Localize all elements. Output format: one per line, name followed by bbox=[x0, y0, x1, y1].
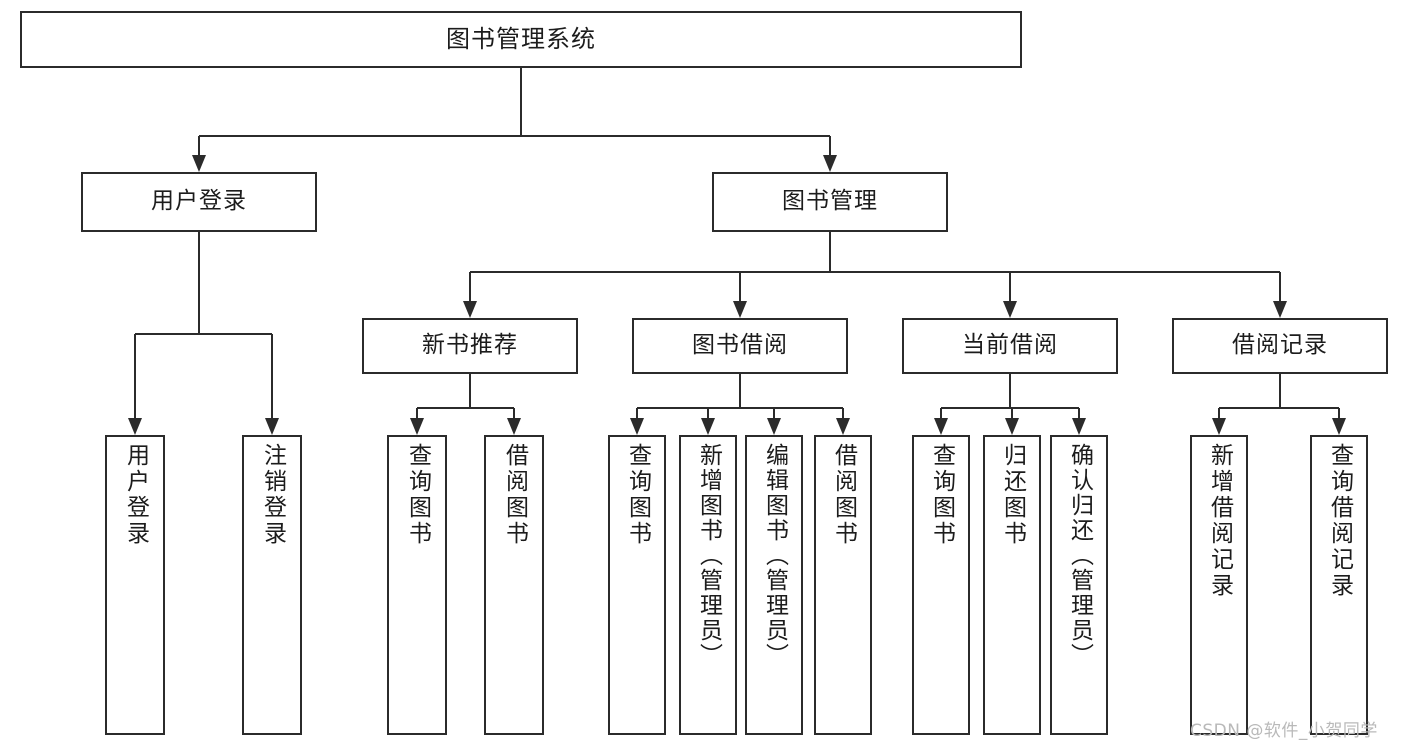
node-label-new-book-rec: 新书推荐 bbox=[422, 332, 518, 359]
bookborrow-to-leaves-arrowhead-3 bbox=[836, 418, 850, 435]
newbookrec-to-leaves-arrowhead-0 bbox=[410, 418, 424, 435]
node-leaf-borrow-query-book[interactable]: 查询图书 bbox=[608, 435, 666, 735]
node-label-leaf-logout: 注销登录 bbox=[259, 443, 286, 547]
node-label-leaf-borrow-query-book: 查询图书 bbox=[624, 443, 651, 547]
borrowrecord-to-leaves-arrowhead-1 bbox=[1332, 418, 1346, 435]
node-leaf-add-book-admin[interactable]: 新增图书（管理员） bbox=[679, 435, 737, 735]
node-label-leaf-cur-query-book: 查询图书 bbox=[928, 443, 955, 547]
currentborrow-to-leaves-arrowhead-1 bbox=[1005, 418, 1019, 435]
node-label-borrow-record: 借阅记录 bbox=[1232, 332, 1328, 359]
node-label-leaf-confirm-return-admin: 确认归还（管理员） bbox=[1066, 443, 1093, 668]
node-leaf-edit-book-admin[interactable]: 编辑图书（管理员） bbox=[745, 435, 803, 735]
node-new-book-rec[interactable]: 新书推荐 bbox=[362, 318, 578, 374]
node-label-leaf-borrow-book: 借阅图书 bbox=[830, 443, 857, 547]
currentborrow-to-leaves-arrowhead-0 bbox=[934, 418, 948, 435]
bookmanage-to-level2-arrowhead-1 bbox=[733, 301, 747, 318]
node-book-borrow[interactable]: 图书借阅 bbox=[632, 318, 848, 374]
node-label-leaf-user-login: 用户登录 bbox=[122, 443, 149, 547]
bookmanage-to-level2-arrowhead-2 bbox=[1003, 301, 1017, 318]
node-label-leaf-edit-book-admin: 编辑图书（管理员） bbox=[761, 443, 788, 668]
bookmanage-to-level2-arrowhead-0 bbox=[463, 301, 477, 318]
node-label-user-login: 用户登录 bbox=[151, 188, 247, 215]
node-label-root: 图书管理系统 bbox=[446, 25, 596, 54]
node-leaf-rec-query-book[interactable]: 查询图书 bbox=[387, 435, 447, 735]
node-leaf-confirm-return-admin[interactable]: 确认归还（管理员） bbox=[1050, 435, 1108, 735]
node-leaf-logout[interactable]: 注销登录 bbox=[242, 435, 302, 735]
userlogin-to-leaves-arrowhead-0 bbox=[128, 418, 142, 435]
node-label-leaf-return-book: 归还图书 bbox=[999, 443, 1026, 547]
node-label-leaf-add-book-admin: 新增图书（管理员） bbox=[695, 443, 722, 668]
root-to-level1-arrowhead-1 bbox=[823, 155, 837, 172]
bookborrow-to-leaves-arrowhead-1 bbox=[701, 418, 715, 435]
bookmanage-to-level2-arrowhead-3 bbox=[1273, 301, 1287, 318]
bookborrow-to-leaves-arrowhead-0 bbox=[630, 418, 644, 435]
currentborrow-to-leaves-arrowhead-2 bbox=[1072, 418, 1086, 435]
node-root[interactable]: 图书管理系统 bbox=[20, 11, 1022, 68]
node-label-book-manage: 图书管理 bbox=[782, 188, 878, 215]
node-label-leaf-rec-borrow-book: 借阅图书 bbox=[501, 443, 528, 547]
node-leaf-query-borrow-record[interactable]: 查询借阅记录 bbox=[1310, 435, 1368, 735]
node-leaf-add-borrow-record[interactable]: 新增借阅记录 bbox=[1190, 435, 1248, 735]
node-label-leaf-add-borrow-record: 新增借阅记录 bbox=[1206, 443, 1233, 599]
node-user-login[interactable]: 用户登录 bbox=[81, 172, 317, 232]
node-leaf-borrow-book[interactable]: 借阅图书 bbox=[814, 435, 872, 735]
node-label-book-borrow: 图书借阅 bbox=[692, 332, 788, 359]
node-leaf-return-book[interactable]: 归还图书 bbox=[983, 435, 1041, 735]
userlogin-to-leaves-arrowhead-1 bbox=[265, 418, 279, 435]
bookborrow-to-leaves-arrowhead-2 bbox=[767, 418, 781, 435]
node-leaf-user-login[interactable]: 用户登录 bbox=[105, 435, 165, 735]
node-label-current-borrow: 当前借阅 bbox=[962, 332, 1058, 359]
newbookrec-to-leaves-arrowhead-1 bbox=[507, 418, 521, 435]
borrowrecord-to-leaves-arrowhead-0 bbox=[1212, 418, 1226, 435]
node-label-leaf-rec-query-book: 查询图书 bbox=[404, 443, 431, 547]
node-leaf-cur-query-book[interactable]: 查询图书 bbox=[912, 435, 970, 735]
node-current-borrow[interactable]: 当前借阅 bbox=[902, 318, 1118, 374]
node-label-leaf-query-borrow-record: 查询借阅记录 bbox=[1326, 443, 1353, 599]
node-book-manage[interactable]: 图书管理 bbox=[712, 172, 948, 232]
node-leaf-rec-borrow-book[interactable]: 借阅图书 bbox=[484, 435, 544, 735]
root-to-level1-arrowhead-0 bbox=[192, 155, 206, 172]
node-borrow-record[interactable]: 借阅记录 bbox=[1172, 318, 1388, 374]
